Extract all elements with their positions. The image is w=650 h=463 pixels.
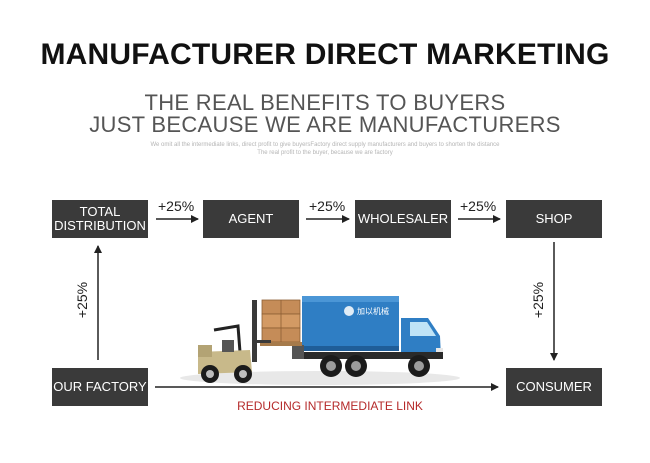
our-factory-box: OUR FACTORY (52, 368, 148, 406)
markup-label-distribution: +25% (74, 281, 90, 319)
consumer-box: CONSUMER (506, 368, 602, 406)
wholesaler-box: WHOLESALER (355, 200, 451, 238)
shop-box: SHOP (506, 200, 602, 238)
markup-label-wholesaler: +25% (309, 198, 346, 214)
markup-label-shop: +25% (460, 198, 497, 214)
markup-label-agent: +25% (158, 198, 195, 214)
subtitle-line-2: JUST BECAUSE WE ARE MANUFACTURERS (89, 112, 561, 137)
truck-logo-text: 加以机械 (357, 306, 389, 316)
forklift-illustration (198, 300, 271, 383)
cargo-pallet-illustration (260, 299, 302, 346)
total-distribution-box: TOTAL DISTRIBUTION (52, 200, 148, 238)
truck-illustration: 加以机械 (292, 296, 443, 377)
reducing-intermediate-link-label: REDUCING INTERMEDIATE LINK (237, 399, 423, 413)
description-line-1: We omit all the intermediate links, dire… (150, 142, 500, 148)
page-title: MANUFACTURER DIRECT MARKETING (40, 38, 610, 71)
description-line-2: The real profit to the buyer, because we… (257, 150, 393, 156)
agent-box: AGENT (203, 200, 299, 238)
subtitle-line-1: THE REAL BENEFITS TO BUYERS (144, 90, 506, 115)
markup-label-consumer: +25% (530, 281, 546, 319)
